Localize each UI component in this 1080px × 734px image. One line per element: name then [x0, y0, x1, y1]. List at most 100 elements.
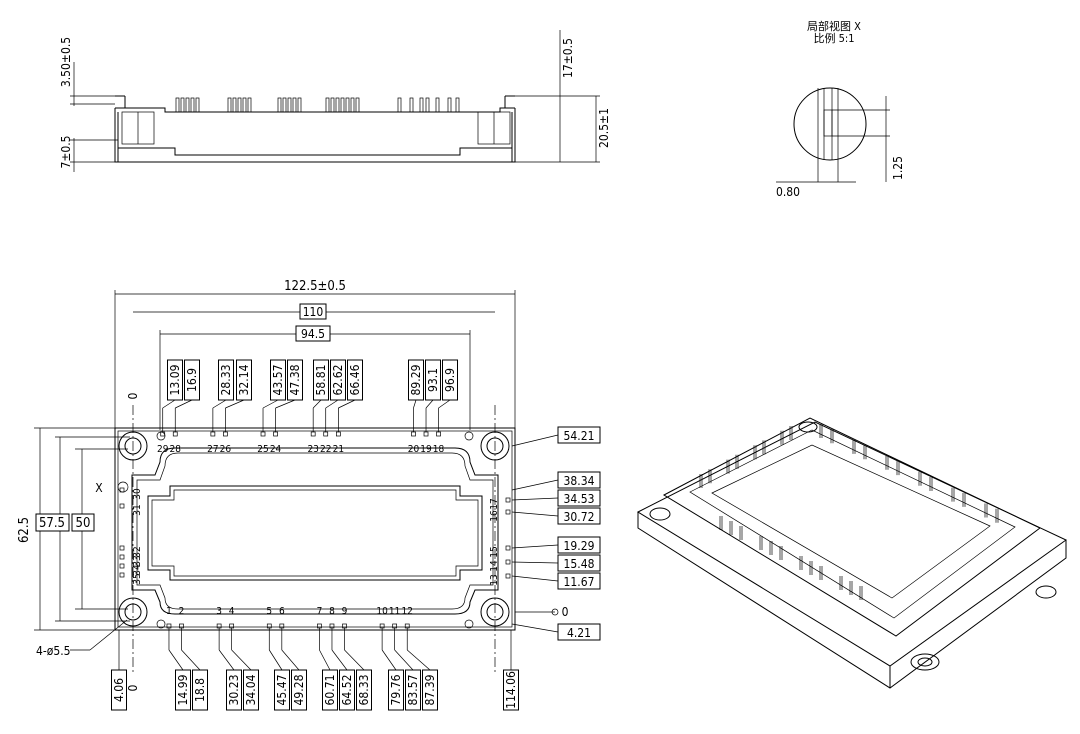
- left-pin: [119, 545, 125, 551]
- side-pin: [247, 97, 252, 113]
- top-pin: [310, 431, 316, 437]
- zero-bottom: 0: [126, 684, 140, 691]
- right-dim-3-box: [557, 507, 601, 525]
- plan-view: 122.5±0.5 110 94.5 62.5 57.5 50 X 0 0 0 …: [17, 279, 601, 711]
- top-dim-3: 32.14: [237, 364, 251, 395]
- side-pin: [180, 97, 185, 113]
- side-pin: [195, 97, 200, 113]
- right-pin-number: 15: [489, 546, 500, 557]
- side-pin: [447, 97, 452, 113]
- right-dim-4: 19.29: [564, 539, 595, 553]
- right-dim-6: 11.67: [564, 575, 595, 589]
- bottom-dim-4: 45.47: [275, 675, 289, 706]
- left-pin: [119, 563, 125, 569]
- bottom-pin-number: 1: [166, 606, 172, 617]
- bottom-pin: [229, 623, 235, 629]
- bottom-dim-1: 18.8: [193, 678, 207, 702]
- corner-dim-0-box: [111, 669, 127, 711]
- left-pin-number: 32: [132, 546, 143, 557]
- right-dim-0-box: [557, 426, 601, 444]
- side-pin: [227, 97, 232, 113]
- corner-dim-0: 4.06: [112, 678, 126, 702]
- side-pin: [292, 97, 297, 113]
- dim-17: 17±0.5: [561, 38, 575, 78]
- top-pin: [223, 431, 228, 437]
- detail-view: 局部视图 X 比例 5:1 1.25 0.80: [776, 19, 905, 199]
- left-pin: [119, 503, 125, 509]
- side-pin: [397, 97, 402, 113]
- bottom-pin-number: 4: [229, 606, 235, 617]
- side-pin: [185, 97, 190, 113]
- top-dim-5: 47.38: [288, 364, 302, 395]
- side-pin: [232, 97, 237, 113]
- right-dim-7: 4.21: [567, 626, 591, 640]
- right-dim-1: 38.34: [564, 474, 595, 488]
- side-pin: [350, 97, 355, 113]
- top-pin-number: 21: [333, 444, 344, 455]
- dim-62-5: 62.5: [17, 517, 32, 543]
- top-dim-4: 43.57: [271, 365, 285, 396]
- top-pin: [172, 431, 178, 437]
- left-pin: [119, 572, 125, 578]
- side-pin: [282, 97, 287, 113]
- bottom-dim-7: 64.52: [340, 675, 354, 706]
- bottom-dim-0: 14.99: [176, 674, 190, 705]
- bottom-pin: [179, 623, 184, 629]
- top-pin-number: 22: [320, 444, 331, 455]
- top-pin-number: 19: [420, 444, 432, 455]
- bottom-pin-number: 6: [279, 606, 285, 617]
- top-pin-number: 23: [307, 444, 318, 455]
- side-pin: [175, 97, 180, 113]
- bottom-pin-number: 7: [317, 606, 323, 617]
- right-dim-0: 54.21: [564, 429, 595, 443]
- bottom-pin-number: 2: [179, 606, 185, 617]
- left-pin: [119, 554, 125, 560]
- bottom-dim-3: 34.04: [244, 674, 258, 705]
- top-pin: [436, 431, 441, 437]
- top-pin: [273, 431, 278, 437]
- bottom-dim-5: 49.28: [292, 674, 306, 705]
- top-dim-11: 96.9: [443, 368, 457, 392]
- side-pin: [330, 97, 335, 113]
- top-pin: [423, 431, 429, 437]
- bottom-dim-8: 68.33: [357, 675, 371, 706]
- side-pin: [297, 97, 302, 113]
- right-dim-1-box: [557, 471, 601, 489]
- view-marker-x: X: [95, 481, 103, 495]
- dim-94-5: 94.5: [301, 327, 325, 341]
- bottom-pin: [279, 623, 285, 629]
- bottom-dim-10: 83.57: [406, 675, 420, 706]
- side-pin: [345, 97, 350, 113]
- right-pin: [505, 509, 511, 515]
- top-dim-9: 89.29: [409, 364, 423, 395]
- dim-57-5: 57.5: [39, 516, 65, 531]
- top-dim-8: 66.46: [348, 364, 362, 395]
- side-pin: [340, 97, 345, 113]
- side-pin: [409, 97, 414, 113]
- side-pin: [419, 97, 424, 113]
- right-dim-3: 30.72: [564, 510, 595, 524]
- detail-scale: 比例 5:1: [813, 31, 854, 45]
- bottom-pin-number: 12: [402, 606, 413, 617]
- dim-7: 7±0.5: [59, 135, 73, 168]
- top-pin-number: 29: [157, 444, 169, 455]
- detail-title: 局部视图 X: [807, 19, 861, 33]
- top-pin: [411, 431, 416, 437]
- side-pin: [425, 97, 430, 113]
- bottom-pin: [392, 623, 398, 629]
- bottom-pin-number: 5: [266, 606, 272, 617]
- right-pin-number: 14: [489, 560, 500, 572]
- bottom-pin: [329, 623, 335, 629]
- top-pin: [323, 431, 329, 437]
- dim-overall-width: 122.5±0.5: [284, 279, 346, 294]
- top-pin-number: 27: [207, 444, 218, 455]
- bottom-dim-6: 60.71: [323, 675, 337, 706]
- left-pin: [119, 487, 125, 493]
- right-pin: [505, 545, 511, 551]
- top-pin: [260, 431, 266, 437]
- bottom-pin-number: 3: [216, 606, 222, 617]
- left-pin-number: 30: [132, 488, 143, 500]
- bottom-dim-2: 30.23: [227, 675, 241, 706]
